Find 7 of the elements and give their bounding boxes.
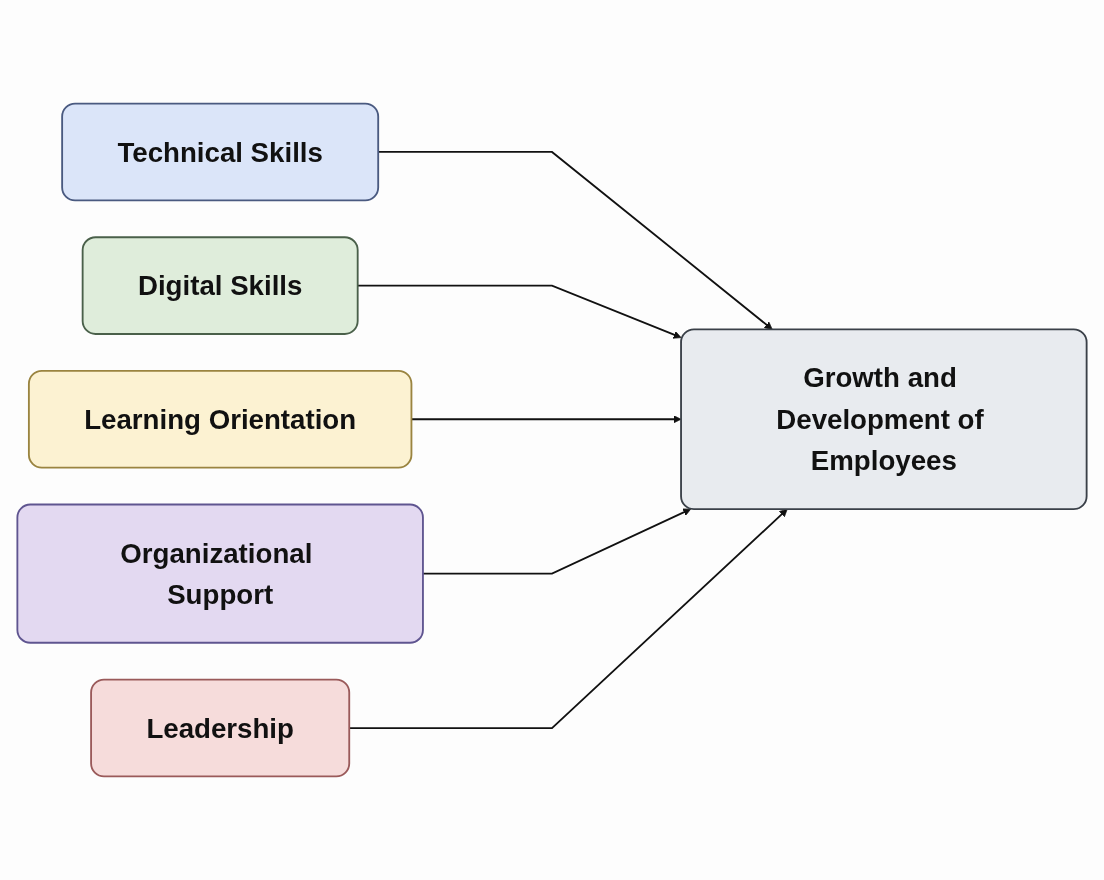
node-box: Leadership [90,678,351,778]
arrow [422,508,692,575]
node-box: Technical Skills [61,102,380,202]
node-box: Organizational Support [16,503,424,644]
node-box: Learning Orientation [27,369,413,469]
node-box: Digital Skills [81,236,359,335]
node-box: Growth and Development of Employees [680,328,1088,511]
